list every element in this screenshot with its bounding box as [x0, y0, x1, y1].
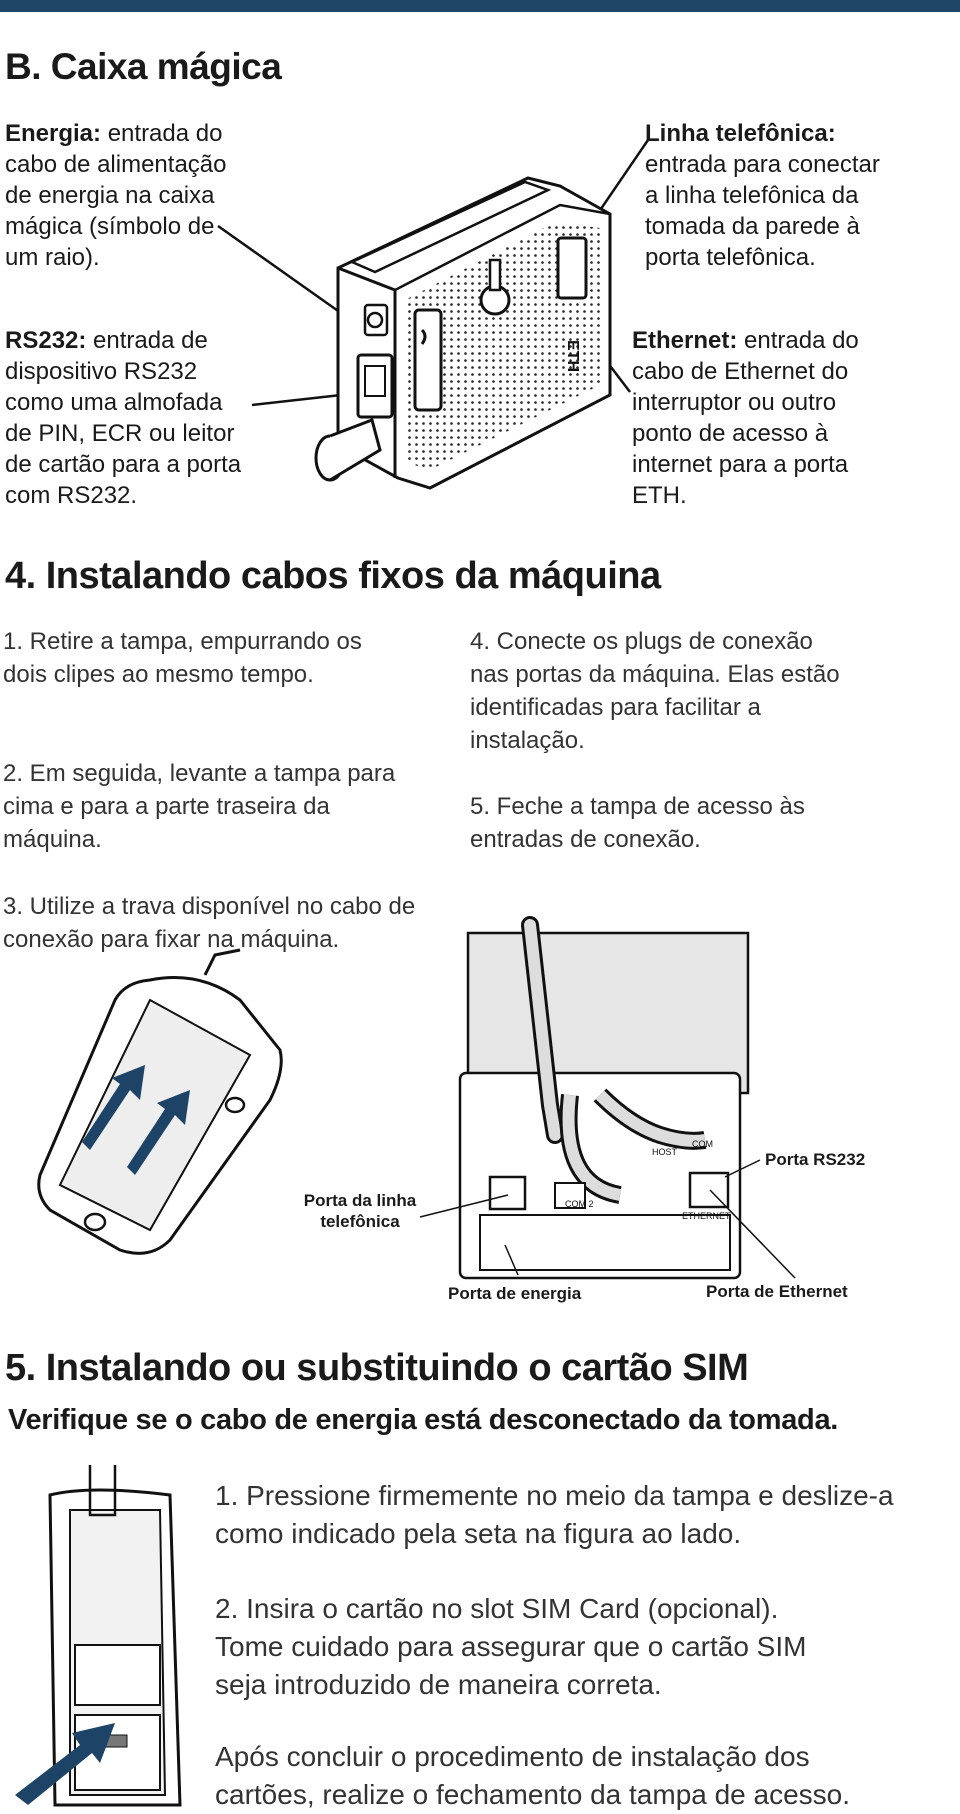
callout-energia: Energia: entrada do cabo de alimentação … — [5, 118, 245, 273]
box-eth-label: ETH — [564, 340, 581, 372]
com2-label: COM 2 — [565, 1199, 594, 1209]
callout-energia-desc: entrada do cabo de alimentação de energi… — [5, 120, 227, 271]
leader-porta-energia — [504, 1244, 519, 1276]
label-porta-energia: Porta de energia — [448, 1284, 582, 1303]
ports-illustration: COM 2 HOST COM ETHERNET — [419, 916, 796, 1280]
callout-linha-term: Linha telefônica: — [645, 120, 836, 147]
step-5-1: 1. Pressione firmemente no meio da tampa… — [215, 1480, 894, 1549]
host-label: HOST — [652, 1147, 678, 1157]
label-porta-rs232: Porta RS232 — [765, 1150, 866, 1169]
step-4-1: 1. Retire a tampa, empurrando os dois cl… — [3, 628, 362, 688]
callout-rs232: RS232: entrada de dispositivo RS232 como… — [5, 325, 250, 511]
magic-box-illustration: ETH — [217, 139, 650, 490]
leader-porta-ethernet — [709, 1189, 796, 1279]
step-4-3: 3. Utilize a trava disponível no cabo de… — [3, 893, 416, 953]
section-4-title: 4. Instalando cabos fixos da máquina — [5, 555, 661, 597]
callout-ethernet: Ethernet: entrada do cabo de Ethernet do… — [632, 325, 892, 511]
warning-text: Verifique se o cabo de energia está desc… — [8, 1404, 839, 1436]
step-5-3: Após concluir o procedimento de instalaç… — [215, 1741, 851, 1810]
step-4-4: 4. Conecte os plugs de conexão nas porta… — [470, 628, 840, 754]
arrow-clip-right — [127, 1090, 190, 1175]
leader-porta-linha — [419, 1194, 509, 1218]
callout-energia-term: Energia: — [5, 120, 102, 147]
callout-rs232-term: RS232: — [5, 327, 87, 354]
callout-rs232-desc: entrada de dispositivo RS232 como uma al… — [5, 327, 242, 509]
step-5-2: 2. Insira o cartão no slot SIM Card (opc… — [215, 1593, 807, 1700]
arrow-slide-cover — [15, 1723, 115, 1805]
label-porta-ethernet: Porta de Ethernet — [706, 1282, 848, 1301]
callout-ethernet-term: Ethernet: — [632, 327, 738, 354]
arrow-clip-left — [82, 1065, 145, 1150]
callout-linha: Linha telefônica: entrada para conectar … — [645, 118, 885, 273]
step-4-2: 2. Em seguida, levante a tampa para cima… — [3, 760, 396, 853]
step-4-5: 5. Feche a tampa de acesso às entradas d… — [470, 793, 805, 853]
section-5-title: 5. Instalando ou substituindo o cartão S… — [5, 1347, 749, 1389]
section-b-title: B. Caixa mágica — [5, 46, 282, 87]
terminal-back-illustration — [37, 948, 283, 1255]
ethernet-port-label: ETHERNET — [682, 1211, 731, 1221]
com-label: COM — [692, 1139, 713, 1149]
leader-porta-rs232 — [724, 1159, 761, 1178]
magic-box — [314, 176, 612, 490]
label-porta-linha: Porta da linha telefônica — [303, 1191, 417, 1231]
callout-ethernet-desc: entrada do cabo de Ethernet do interrupt… — [632, 327, 859, 509]
top-accent-bar — [0, 0, 960, 12]
sim-cover-illustration — [15, 1465, 182, 1807]
callout-linha-desc: entrada para conectar a linha telefônica… — [645, 151, 880, 271]
